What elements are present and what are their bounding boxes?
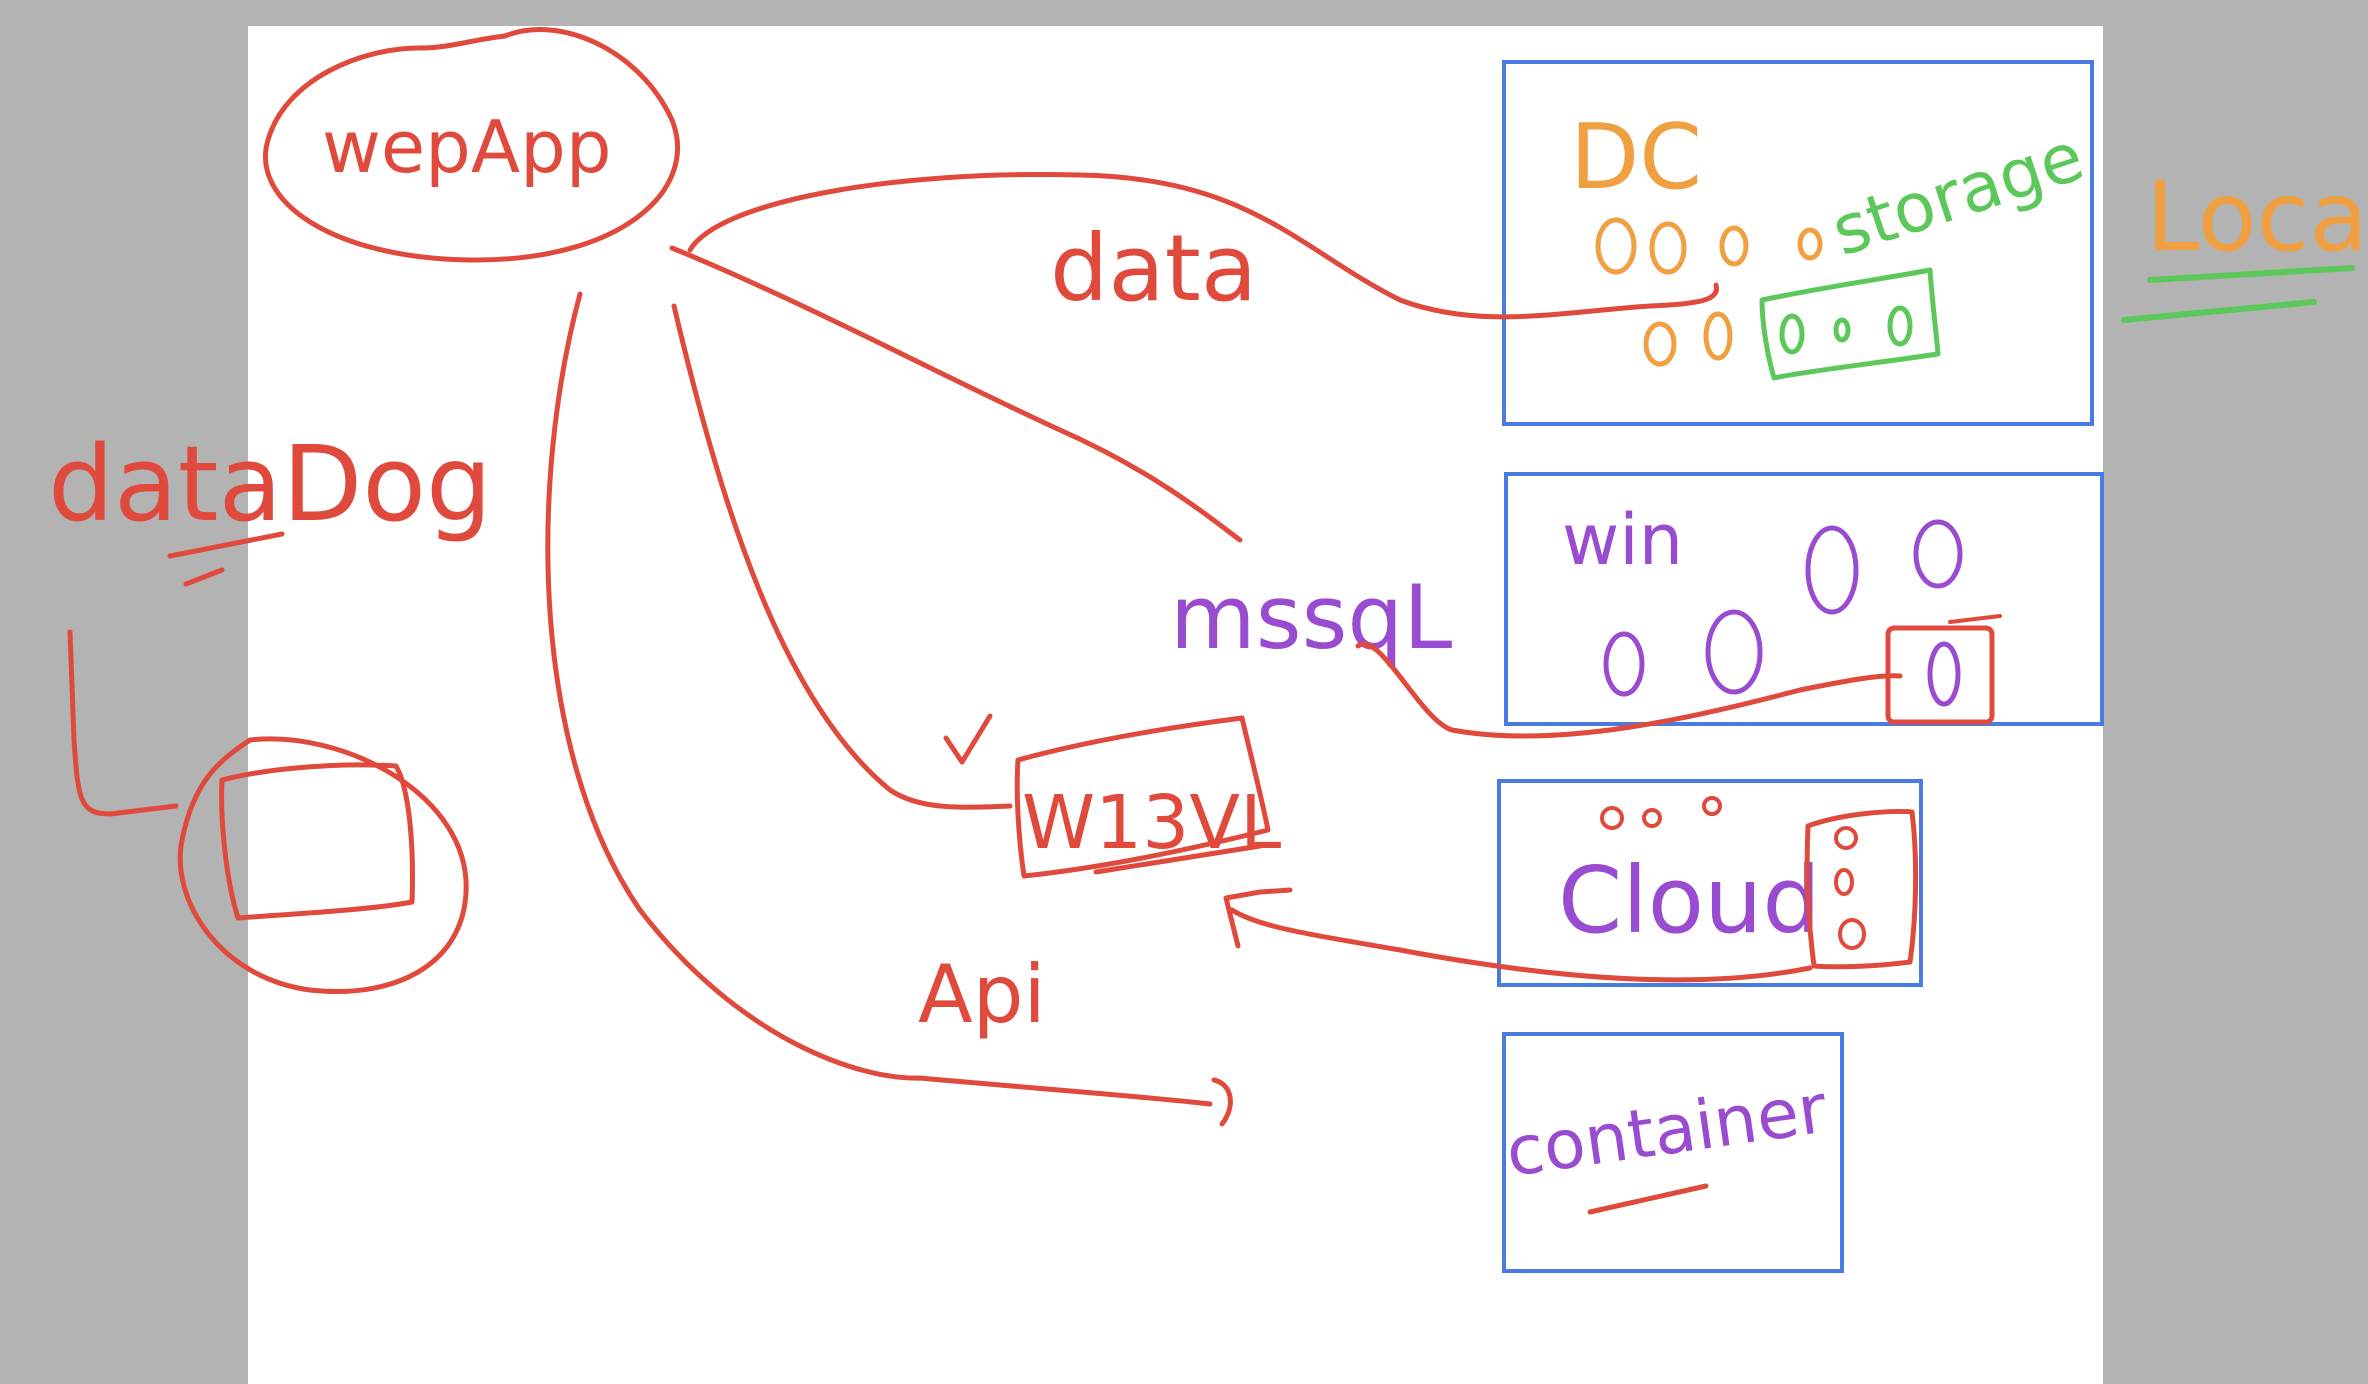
webapp-label: wepApp — [322, 105, 612, 189]
cloud-node-group-box — [1804, 809, 1919, 970]
storage-node — [1887, 305, 1913, 347]
w13vl-label: W13VL — [1022, 780, 1281, 866]
dc-node — [1649, 221, 1687, 275]
cloud-group-node — [1838, 918, 1866, 950]
mssql-to-win-connector — [1355, 641, 1903, 739]
local-label: Local — [2146, 161, 2368, 273]
dc-box — [1502, 60, 2094, 426]
dc-node — [1703, 311, 1733, 361]
dc-node — [1797, 227, 1823, 261]
win-node — [1603, 631, 1645, 697]
local-underline — [2121, 265, 2355, 323]
container-label: container — [1501, 1070, 1831, 1193]
api-connector — [545, 291, 1213, 1107]
dc-node — [1719, 225, 1749, 267]
cloud-group-nodes — [1834, 826, 1866, 950]
w13vl-box — [1014, 715, 1271, 879]
win-nodes — [1603, 519, 1963, 707]
cloud-to-w13vl-arrow — [1229, 907, 1813, 983]
arrow-head-icon — [1223, 887, 1293, 949]
container-underline — [1587, 1183, 1709, 1215]
storage-node — [1779, 313, 1805, 355]
cloud-node — [1642, 808, 1662, 828]
storage-label: storage — [1823, 117, 2093, 272]
win-label: win — [1562, 499, 1683, 581]
checkmark-icon — [943, 713, 993, 765]
mssql-connector — [669, 245, 1243, 543]
cloud-label: Cloud — [1558, 847, 1821, 954]
w13vl-connector — [671, 303, 1013, 810]
win-node — [1705, 609, 1763, 695]
w13vl-underline — [1093, 843, 1263, 875]
dc-node — [1643, 321, 1677, 367]
datadog-monitor-screen — [219, 762, 415, 921]
win-node — [1927, 641, 1961, 707]
win-box — [1504, 472, 2104, 726]
cloud-small-nodes — [1600, 796, 1722, 830]
win-node-highlight — [1885, 625, 1995, 725]
cloud-node — [1600, 806, 1624, 830]
dc-node — [1595, 217, 1637, 275]
webapp-ellipse — [263, 27, 680, 263]
cloud-group-node — [1834, 868, 1854, 896]
api-arrow-head-icon — [1211, 1077, 1233, 1127]
api-label: Api — [918, 948, 1046, 1041]
cloud-box — [1497, 779, 1923, 987]
win-node — [1913, 519, 1963, 589]
cloud-node — [1702, 796, 1722, 816]
mssql-label: mssqL — [1170, 566, 1452, 669]
datadog-monitor-circle — [177, 736, 469, 994]
win-node-bracket — [1948, 614, 2002, 624]
datadog-connector — [67, 629, 179, 817]
datadog-underline — [167, 531, 285, 587]
datadog-label: dataDog — [48, 423, 492, 545]
storage-node — [1833, 317, 1851, 343]
container-box — [1502, 1032, 1844, 1273]
dc-nodes — [1595, 217, 1823, 367]
cloud-group-node — [1834, 826, 1858, 850]
storage-box — [1759, 267, 1941, 381]
data-label: data — [1050, 215, 1257, 322]
storage-nodes — [1779, 305, 1913, 355]
data-connector — [687, 172, 1719, 320]
win-node — [1805, 525, 1859, 615]
dc-label: DC — [1570, 105, 1702, 210]
